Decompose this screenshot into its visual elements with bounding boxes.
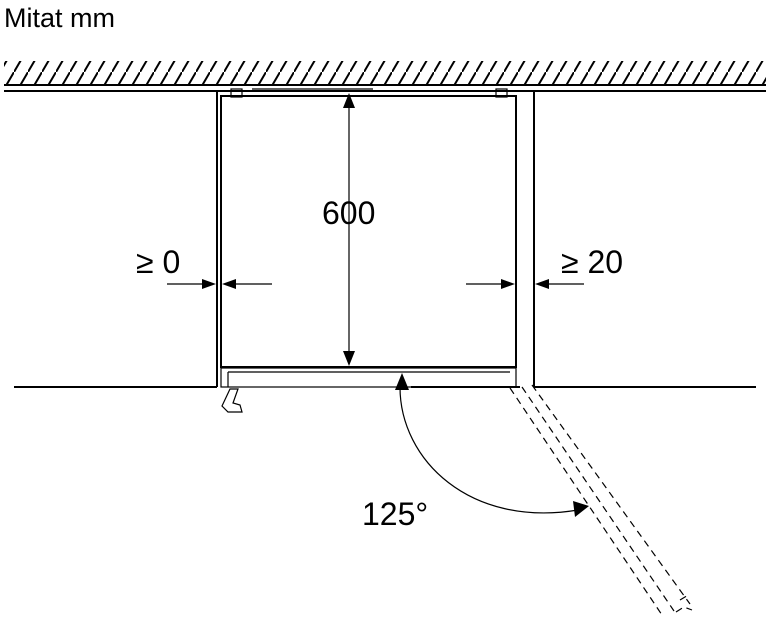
appliance-body — [220, 88, 517, 368]
right-cabinet — [533, 91, 756, 388]
depth-dimension — [343, 93, 355, 366]
door-angle-label: 125° — [362, 496, 428, 532]
door-handle — [221, 388, 243, 413]
back-wall — [4, 61, 766, 92]
right-gap-dimension — [466, 279, 584, 289]
door-angle-dimension — [395, 373, 589, 517]
left-cabinet — [14, 91, 218, 388]
depth-label: 600 — [322, 195, 375, 231]
left-gap-label: ≥ 0 — [136, 244, 180, 280]
appliance-door — [220, 367, 517, 388]
left-gap-dimension — [167, 279, 272, 289]
units-title: Mitat mm — [4, 3, 115, 33]
right-gap-label: ≥ 20 — [561, 244, 623, 280]
open-door-outline — [509, 384, 693, 616]
